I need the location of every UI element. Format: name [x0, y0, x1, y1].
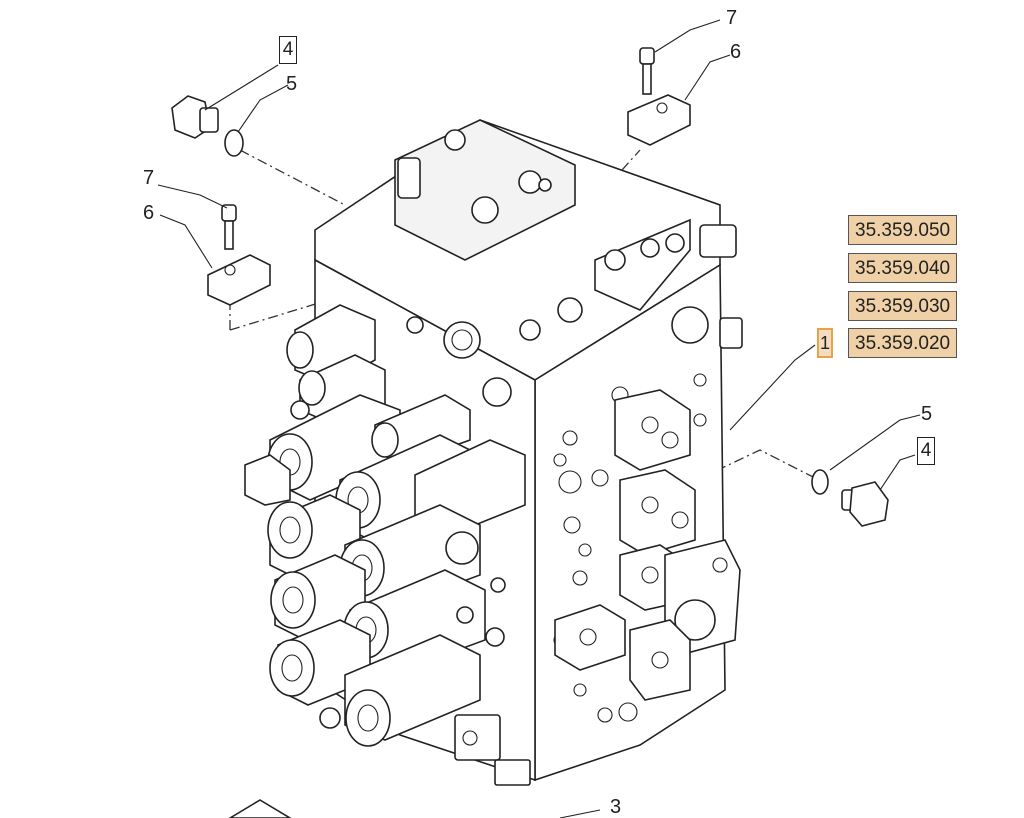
- callout-5-top: 5: [286, 73, 298, 95]
- callout-7-top: 7: [726, 7, 738, 29]
- part-ref-link-2[interactable]: 35.359.030: [848, 291, 958, 321]
- part-ref-link-1[interactable]: 35.359.040: [848, 253, 958, 283]
- part-ref-link-3[interactable]: 35.359.020: [848, 328, 958, 358]
- fitting-4-top: [171, 95, 244, 157]
- callout-4-top: 4: [279, 36, 297, 64]
- bolt-and-block-top: [627, 47, 691, 146]
- callout-6-left: 6: [143, 202, 155, 224]
- solenoid-cartridges: [244, 304, 526, 747]
- callout-3-bottom: 3: [610, 796, 622, 818]
- callout-1-selected[interactable]: 1: [817, 328, 833, 358]
- callout-5-right: 5: [921, 403, 933, 425]
- part-ref-link-0[interactable]: 35.359.050: [848, 215, 958, 245]
- callout-6-top: 6: [730, 41, 742, 63]
- callout-7-left: 7: [143, 167, 155, 189]
- bolt-and-block-left: [207, 204, 271, 306]
- callout-4-right: 4: [917, 437, 935, 465]
- fitting-4-right: [811, 469, 889, 527]
